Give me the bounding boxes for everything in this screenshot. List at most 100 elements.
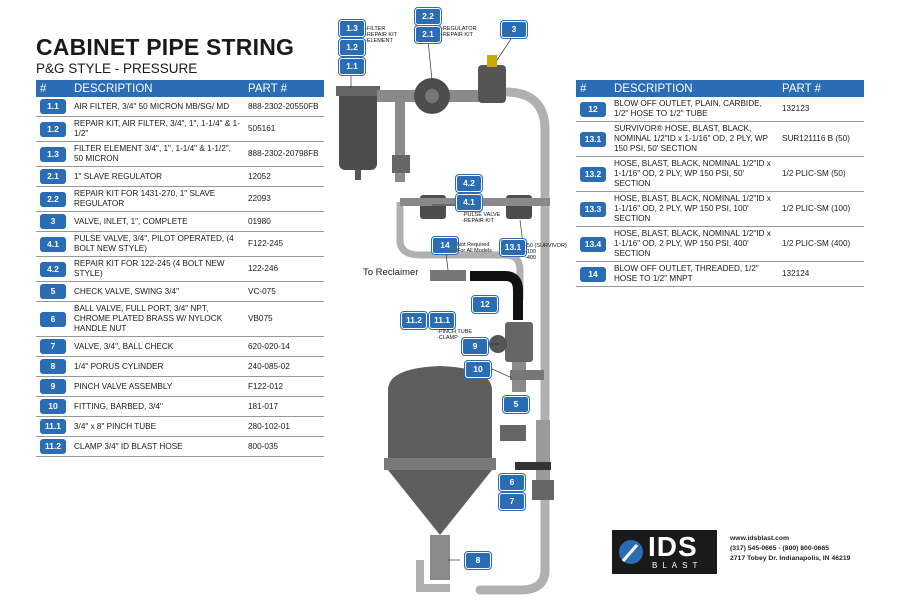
pulse-valve-label: -PULSE VALVE -REPAIR KIT	[462, 212, 500, 224]
callout-4-1: 4.1	[456, 194, 482, 211]
row-num-cell: 13.4	[576, 226, 610, 262]
row-description: CHECK VALVE, SWING 3/4"	[70, 281, 244, 302]
row-description: 3/4" x 8" PINCH TUBE	[70, 416, 244, 437]
row-num-cell: 7	[36, 336, 70, 357]
row-part-number: 01980	[244, 211, 324, 232]
not-required-label: Not Required For All Models	[457, 242, 492, 254]
item-number-badge: 1.2	[40, 121, 66, 137]
callout-10: 10	[465, 361, 491, 378]
row-num-cell: 13.3	[576, 191, 610, 227]
main-supply-hose	[475, 87, 550, 595]
to-reclaimer-label: To Reclaimer	[363, 267, 419, 278]
row-num-cell: 1.3	[36, 141, 70, 167]
row-part-number: 505161	[244, 116, 324, 142]
item-number-badge: 11.2	[40, 439, 66, 454]
item-number-badge: 13.1	[580, 131, 606, 147]
row-part-number: 888-2302-20550FB	[244, 97, 324, 117]
website-link[interactable]: www.idsblast.com	[730, 535, 790, 542]
header-num: #	[36, 80, 70, 97]
nozzle-icon	[619, 540, 643, 564]
item-number-badge: 1.3	[40, 146, 66, 162]
item-number-badge: 13.3	[580, 201, 606, 217]
row-num-cell: 13.2	[576, 156, 610, 192]
pulse-label-line: -PULSE VALVE	[462, 212, 501, 218]
hose-length-line: -400	[525, 255, 537, 261]
blast-hose	[470, 271, 523, 320]
item-number-badge: 5	[40, 284, 66, 299]
row-description: 1" SLAVE REGULATOR	[70, 166, 244, 187]
header-description: DESCRIPTION	[70, 80, 244, 97]
filter-label-line: -ELEMENT	[365, 38, 393, 44]
callout-13-1: 13.1	[500, 239, 526, 256]
not-required-line: For All Models	[457, 248, 492, 254]
row-description: VALVE, INLET, 1", COMPLETE	[70, 211, 244, 232]
row-description: PINCH VALVE ASSEMBLY	[70, 376, 244, 397]
page-title: CABINET PIPE STRING	[36, 34, 295, 60]
row-part-number: 620-020-14	[244, 336, 324, 357]
phone-numbers: (317) 545-0665 - (800) 800-0665	[730, 545, 829, 552]
row-num-cell: 12	[576, 97, 610, 122]
item-number-badge: 1.1	[40, 99, 66, 114]
row-part-number: 132124	[778, 261, 864, 287]
contact-info: www.idsblast.com (317) 545-0665 - (800) …	[730, 534, 850, 564]
item-number-badge: 4.2	[40, 261, 66, 277]
header-part: PART #	[778, 80, 864, 97]
row-description: HOSE, BLAST, BLACK, NOMINAL 1/2"ID x 1-1…	[610, 226, 778, 262]
row-description: HOSE, BLAST, BLACK, NOMINAL 1/2"ID x 1-1…	[610, 191, 778, 227]
row-num-cell: 9	[36, 376, 70, 397]
item-number-badge: 2.1	[40, 169, 66, 184]
row-part-number: 181-017	[244, 396, 324, 417]
callout-8: 8	[465, 552, 491, 569]
callout-2-2: 2.2	[415, 8, 441, 25]
row-part-number: F122-245	[244, 231, 324, 257]
row-num-cell: 2.2	[36, 186, 70, 212]
regulator-label-line: -REPAIR KIT	[441, 32, 473, 38]
pulse-label-line: -REPAIR KIT	[462, 218, 494, 224]
callout-5: 5	[503, 396, 529, 413]
callout-1-1: 1.1	[339, 58, 365, 75]
item-number-badge: 13.2	[580, 166, 606, 182]
row-num-cell: 13.1	[576, 121, 610, 157]
header-part: PART #	[244, 80, 324, 97]
row-description: SURVIVOR® HOSE, BLAST, BLACK, NOMINAL 1/…	[610, 121, 778, 157]
row-num-cell: 8	[36, 356, 70, 377]
item-number-badge: 14	[580, 266, 606, 282]
row-part-number: 888-2302-20798FB	[244, 141, 324, 167]
row-num-cell: 6	[36, 301, 70, 337]
row-part-number: 280-102-01	[244, 416, 324, 437]
inlet-valve-body	[478, 65, 506, 103]
row-description: CLAMP 3/4" ID BLAST HOSE	[70, 436, 244, 457]
pinch-label-line: -PINCH TUBE	[437, 329, 473, 335]
callout-2-1: 2.1	[415, 26, 441, 43]
item-number-badge: 8	[40, 359, 66, 374]
row-num-cell: 11.2	[36, 436, 70, 457]
row-description: PULSE VALVE, 3/4", PILOT OPERATED, (4 BO…	[70, 231, 244, 257]
row-num-cell: 14	[576, 261, 610, 287]
callout-7: 7	[499, 493, 525, 510]
air-filter-body	[339, 90, 377, 170]
row-description: 1/4" PORUS CYLINDER	[70, 356, 244, 377]
item-number-badge: 11.1	[40, 419, 66, 434]
row-num-cell: 3	[36, 211, 70, 232]
row-description: BALL VALVE, FULL PORT, 3/4" NPT, CHROME …	[70, 301, 244, 337]
callout-11-2: 11.2	[401, 312, 427, 329]
row-description: VALVE, 3/4", BALL CHECK	[70, 336, 244, 357]
callout-6: 6	[499, 474, 525, 491]
callout-4-2: 4.2	[456, 175, 482, 192]
